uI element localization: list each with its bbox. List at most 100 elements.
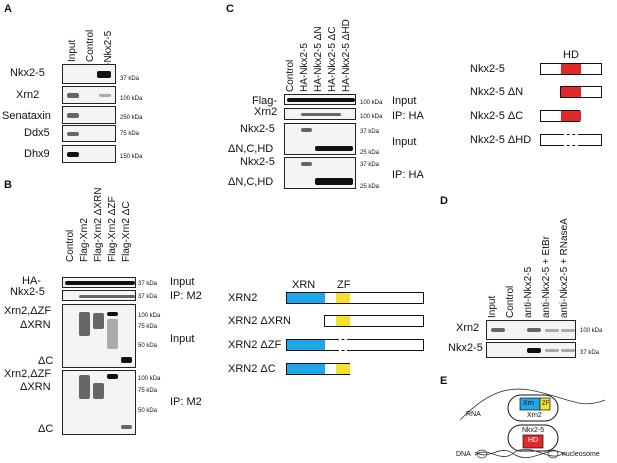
lane-label: Flag-Xrn2 ΔXRN xyxy=(93,187,104,262)
blot-a-senataxin xyxy=(62,106,116,124)
mw-label: 100 kDa xyxy=(360,100,383,106)
lane-label: Flag-Xrn2 ΔC xyxy=(121,201,132,262)
marker-label: Xrn2,ΔZF xyxy=(4,368,52,380)
blot-a-xrn2 xyxy=(62,86,116,104)
model-diagram xyxy=(459,388,606,459)
row-label: ΔN,C,HD xyxy=(228,176,274,188)
construct-label: Nkx2-5 ΔHD xyxy=(470,134,532,146)
mw-label: 75 kDa xyxy=(138,324,158,330)
mw-label: 100 kDa xyxy=(580,328,603,334)
mw-label: 37 kDa xyxy=(360,162,380,168)
nkx-construct-dn xyxy=(560,86,602,98)
row-label: HA- xyxy=(22,275,41,287)
construct-label: Nkx2-5 ΔN xyxy=(470,86,524,98)
lane-label: Input xyxy=(487,295,498,318)
mw-label: 100 kDa xyxy=(138,376,161,382)
row-label: Nkx2-5 xyxy=(240,156,275,168)
construct-label: Nkx2-5 xyxy=(470,63,505,75)
xrn-construct-full xyxy=(286,292,424,304)
mw-label: 25 kDa xyxy=(360,184,380,190)
marker-label: ΔC xyxy=(38,423,54,435)
hd-box-label: HD xyxy=(528,437,539,444)
mw-label: 150 kDa xyxy=(120,154,143,160)
row-label: Nkx2-5 xyxy=(10,286,45,298)
blot-a-ddx5 xyxy=(62,125,116,142)
lane-label: HA-Nkx2-5 xyxy=(299,43,310,92)
row-label: Senataxin xyxy=(2,110,51,122)
rna-label: RNA xyxy=(466,411,481,418)
blot-d-nkx xyxy=(486,342,576,358)
lane-label: Control xyxy=(505,285,516,318)
input-label: Input xyxy=(170,276,195,288)
lane-label: Control xyxy=(65,229,76,262)
blot-c-ip-xrn2 xyxy=(284,108,356,120)
row-label: ΔN,C,HD xyxy=(228,143,274,155)
blot-b-input-nkx xyxy=(62,277,136,288)
blot-d-xrn2 xyxy=(486,320,576,340)
marker-label: Xrn2,ΔZF xyxy=(4,305,52,317)
ip-label: IP: HA xyxy=(392,110,424,122)
ip-label: IP: M2 xyxy=(170,290,202,302)
lane-label: HA-Nkx2-5 ΔC xyxy=(327,26,338,92)
mw-label: 37 kDa xyxy=(138,281,158,287)
lane-label: Control xyxy=(285,59,296,92)
row-label: Xrn2 xyxy=(456,322,480,334)
mw-label: 37 kDa xyxy=(580,350,600,356)
ip-label: IP: M2 xyxy=(170,396,202,408)
construct-label: Nkx2-5 ΔC xyxy=(470,110,524,122)
lane-label: anti-Nkx2-5 + EtBr xyxy=(541,236,552,318)
construct-label: XRN2 ΔXRN xyxy=(228,315,291,327)
blot-b-ip-nkx xyxy=(62,290,136,301)
lane-label: anti-Nkx2-5 xyxy=(523,266,534,318)
nkx-construct-dhd xyxy=(540,134,602,146)
mw-label: 37 kDa xyxy=(360,129,380,135)
mw-label: 250 kDa xyxy=(120,115,143,121)
xrn2-label: Xrn2 xyxy=(527,412,542,419)
blot-b-input xyxy=(62,304,136,368)
row-label: Ddx5 xyxy=(24,127,50,139)
dna-label: DNA xyxy=(456,451,471,458)
xrn-construct-dzf xyxy=(286,339,424,351)
marker-label: ΔC xyxy=(38,355,54,367)
mw-label: 37 kDa xyxy=(138,294,158,300)
panel-b-letter: B xyxy=(4,179,12,191)
blot-b-ip xyxy=(62,370,136,435)
panel-d-letter: D xyxy=(440,195,448,207)
lane-label: Flag-Xrn2 xyxy=(79,218,90,262)
marker-label: ΔXRN xyxy=(20,319,51,331)
panel-e-letter: E xyxy=(440,375,448,387)
mw-label: 100 kDa xyxy=(360,114,383,120)
flag-label: Flag- xyxy=(252,95,278,107)
hd-header: HD xyxy=(563,49,579,61)
input-label: Input xyxy=(392,136,417,148)
input-label: Input xyxy=(392,95,417,107)
mw-label: 75 kDa xyxy=(120,131,140,137)
blot-a-dhx9 xyxy=(62,145,116,163)
zf-header: ZF xyxy=(337,279,351,291)
panel-a-letter: A xyxy=(4,3,12,15)
zf-box-label: ZF xyxy=(542,401,550,407)
mw-label: 50 kDa xyxy=(138,343,158,349)
mw-label: 100 kDa xyxy=(120,96,143,102)
mw-label: 50 kDa xyxy=(138,408,158,414)
mw-label: 25 kDa xyxy=(360,150,380,156)
blot-c-input-nkx xyxy=(284,123,356,155)
construct-label: XRN2 xyxy=(228,292,258,304)
lane-label: Input xyxy=(67,39,78,62)
blot-c-input-xrn2 xyxy=(284,94,356,105)
blot-c-ip-nkx xyxy=(284,157,356,189)
row-label: Nkx2-5 xyxy=(240,123,275,135)
construct-label: XRN2 ΔC xyxy=(228,363,276,375)
xrn-construct-dc xyxy=(286,363,350,375)
row-label: Nkx2-5 xyxy=(10,67,45,79)
panel-c-letter: C xyxy=(226,3,234,15)
mw-label: 37 kDa xyxy=(120,76,140,82)
ip-label: IP: HA xyxy=(392,169,424,181)
construct-label: XRN2 ΔZF xyxy=(228,339,282,351)
nkx-construct-dc xyxy=(540,110,581,122)
lane-label: anti-Nkx2-5 + RNaseA xyxy=(559,218,570,318)
xrn-header: XRN xyxy=(292,279,316,291)
row-label: Nkx2-5 xyxy=(448,342,483,354)
input-label: Input xyxy=(170,333,195,345)
nkx-construct-full xyxy=(540,63,602,75)
